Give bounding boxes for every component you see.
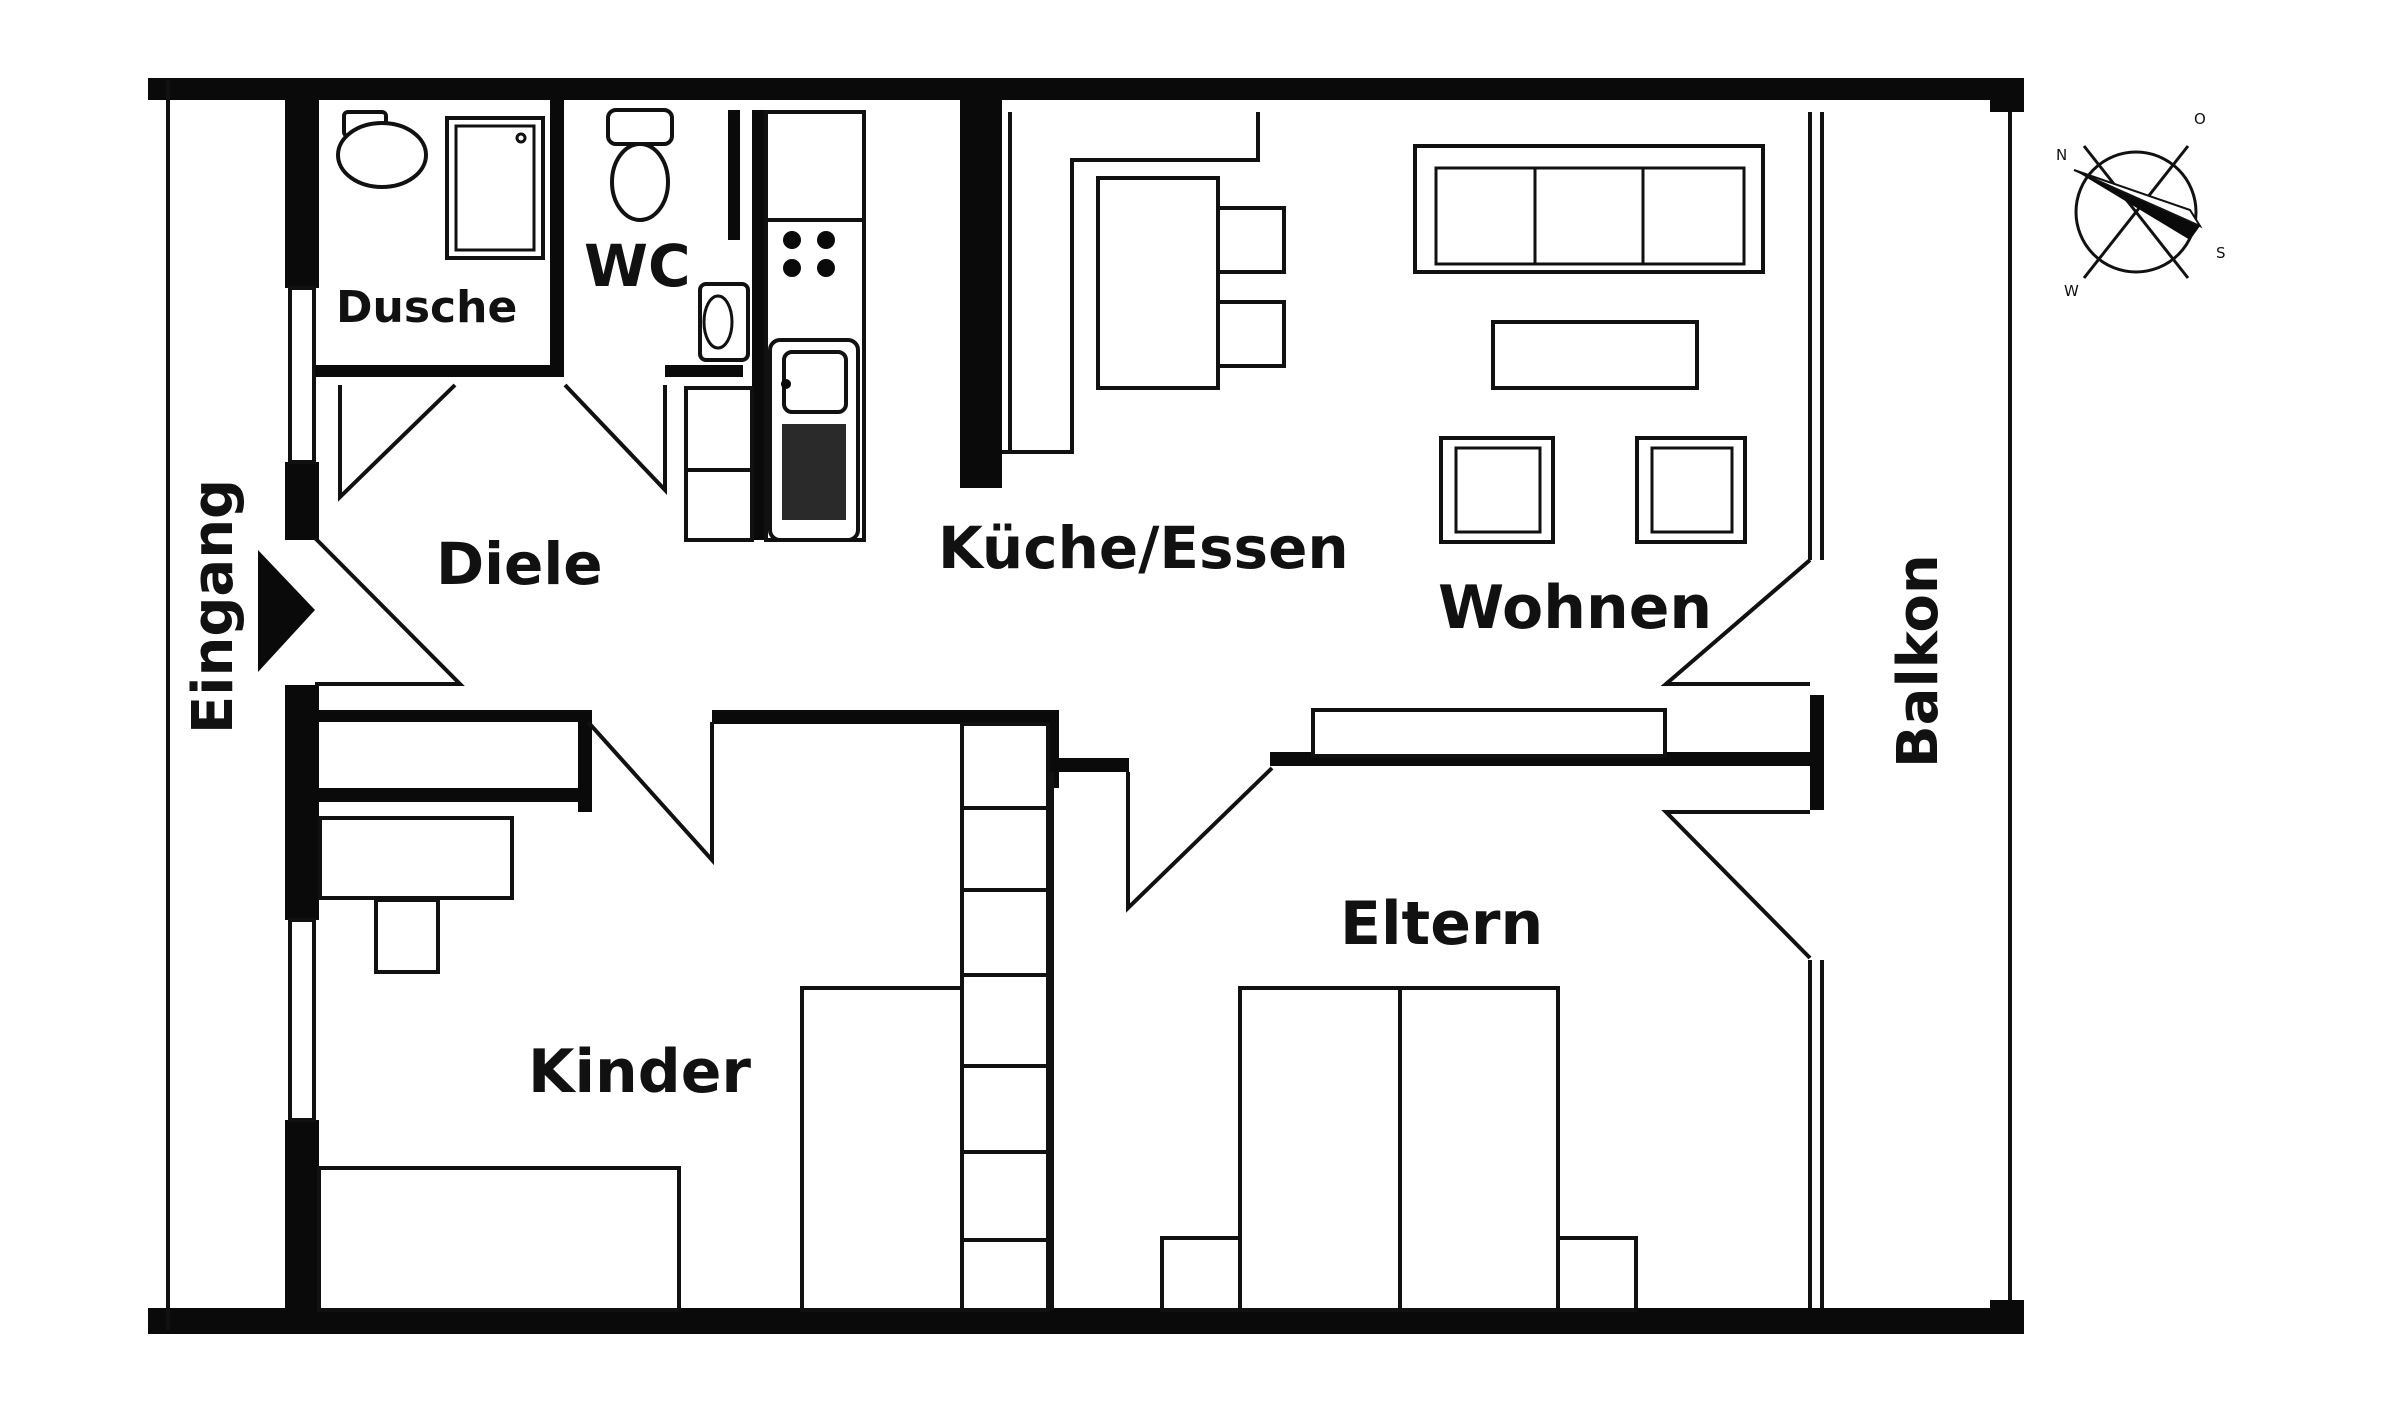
nightstand — [1160, 1236, 1242, 1312]
entrance-arrow-icon — [258, 550, 315, 672]
interior-walls — [315, 100, 1824, 812]
dining-chair — [1216, 300, 1286, 368]
room-label-dusche: Dusche — [336, 282, 517, 333]
armchair — [1635, 436, 1747, 544]
room-label-kinder: Kinder — [528, 1037, 751, 1107]
desk — [318, 816, 514, 900]
child-bed — [317, 1166, 681, 1312]
compass-rose-icon: N O S W — [2056, 110, 2226, 300]
room-label-kueche-essen: Küche/Essen — [938, 514, 1349, 582]
room-label-wc: WC — [584, 232, 691, 300]
kitchen-counter — [684, 110, 866, 542]
room-label-wohnen: Wohnen — [1438, 573, 1712, 643]
armchair — [1439, 436, 1555, 544]
wc-bowl-icon — [610, 142, 670, 222]
door-swings — [313, 383, 1812, 960]
sideboard — [1311, 708, 1667, 758]
compass-west: W — [2064, 282, 2079, 300]
toilet-bowl-icon — [336, 121, 428, 189]
bathroom-fixtures — [336, 108, 750, 362]
compass-north: N — [2056, 146, 2067, 164]
dining-chair — [1216, 206, 1286, 274]
dining-area — [1002, 112, 1286, 454]
dining-table — [1096, 176, 1220, 390]
room-label-diele: Diele — [436, 530, 603, 598]
label-eingang: Eingang — [181, 479, 246, 734]
eltern-furniture — [1160, 986, 1638, 1312]
coffee-table — [1491, 320, 1699, 390]
sofa — [1413, 144, 1765, 274]
living-furniture — [1311, 144, 1765, 758]
outer-walls — [148, 78, 2024, 1334]
compass-east: O — [2194, 110, 2206, 128]
balcony-lines — [1808, 112, 2012, 1308]
wc-sink — [698, 282, 750, 362]
wc-tank — [606, 108, 674, 146]
stove-icon — [783, 231, 835, 277]
shower-tray — [445, 116, 545, 260]
wardrobe — [800, 986, 964, 1312]
kitchen-sink-icon — [768, 338, 860, 542]
label-balkon: Balkon — [1886, 554, 1951, 768]
desk-chair — [374, 898, 440, 974]
nightstand — [1556, 1236, 1638, 1312]
room-label-eltern: Eltern — [1340, 889, 1543, 959]
compass-south: S — [2216, 244, 2226, 262]
kinder-furniture — [317, 722, 1054, 1312]
